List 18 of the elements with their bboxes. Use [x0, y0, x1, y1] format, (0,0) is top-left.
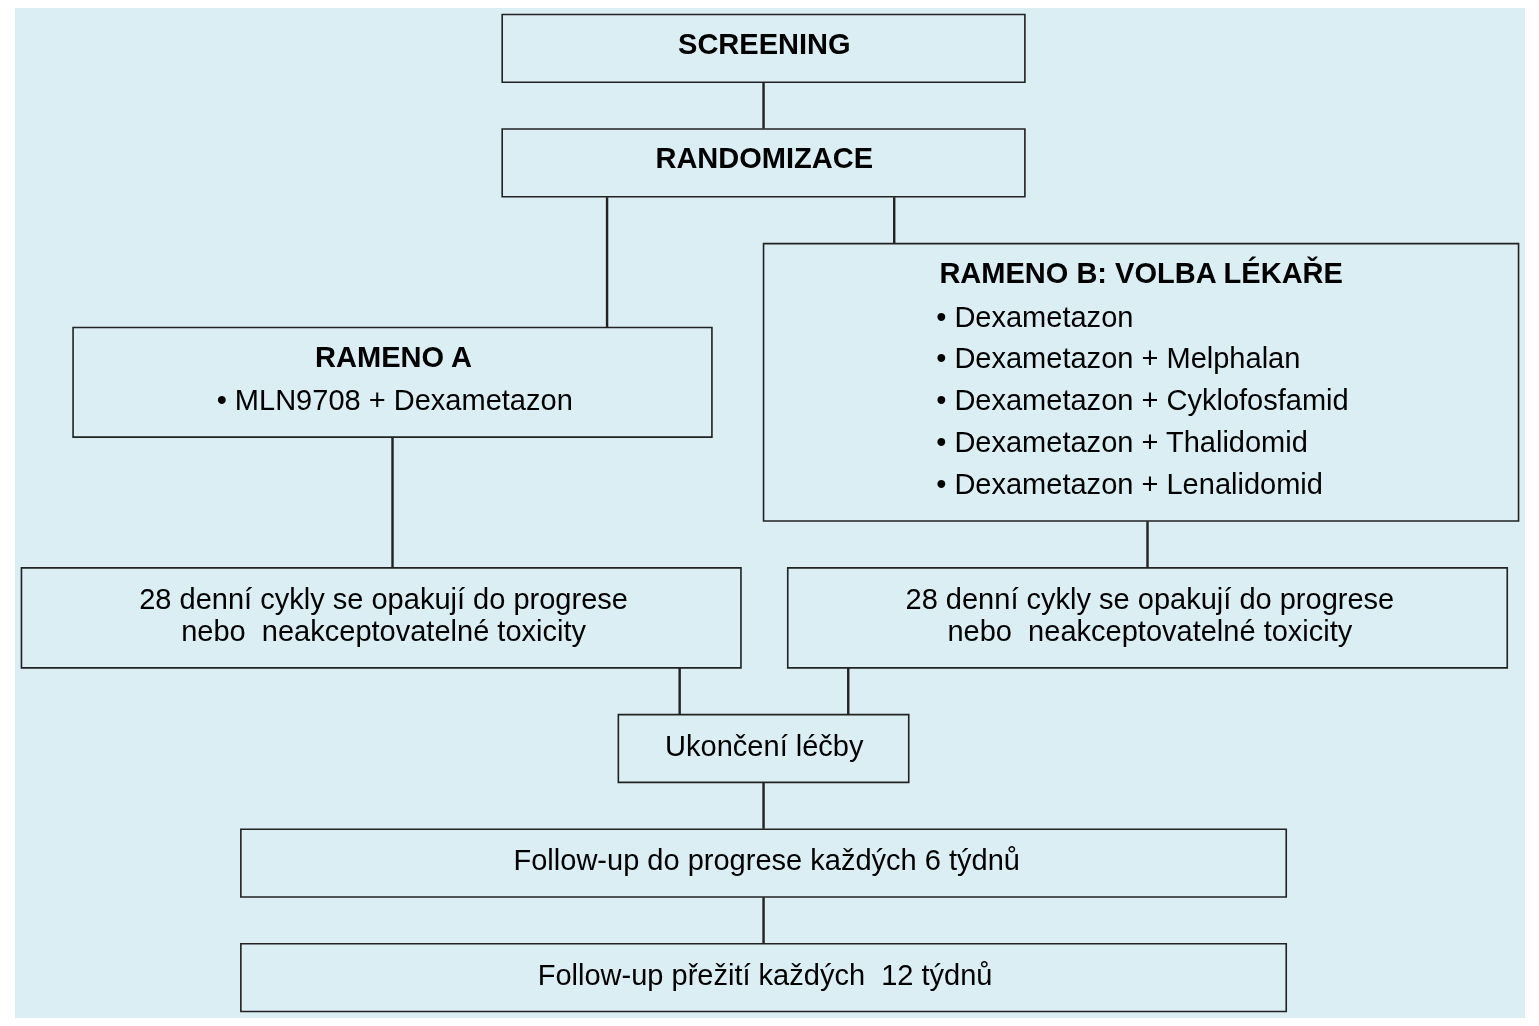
connector: [846, 668, 849, 715]
connector: [1145, 521, 1149, 568]
connector: [390, 437, 394, 568]
connector: [761, 82, 765, 129]
node-box: 28 denní cykly se opakují do progrese nebo neakceptovatelné toxicity: [20, 567, 742, 669]
connector: [677, 668, 681, 715]
node-box: RAMENO B: VOLBA LÉKAŘE • Dexametazon • Dexametazon + Melphalan • Dexametazon + Cyklofosfamid • Dexametazon + Thalidomid • Dexametazon + Lenalidomid: [762, 242, 1519, 522]
connector: [892, 197, 895, 244]
connector: [761, 897, 765, 944]
node-box: RAMENO A • MLN9708 + Dexametazon: [71, 326, 713, 438]
node-box: 28 denní cykly se opakují do progrese nebo neakceptovatelné toxicity: [786, 567, 1508, 669]
connector: [605, 197, 608, 328]
node-box: RANDOMIZACE: [500, 128, 1026, 198]
node-box: SCREENING: [500, 13, 1026, 84]
node-box: Follow-up do progrese každých 6 týdnů: [239, 828, 1287, 898]
connector: [761, 782, 765, 829]
node-box: Follow-up přežití každých 12 týdnů: [239, 942, 1287, 1013]
node-box: Ukončení léčby: [617, 713, 910, 784]
